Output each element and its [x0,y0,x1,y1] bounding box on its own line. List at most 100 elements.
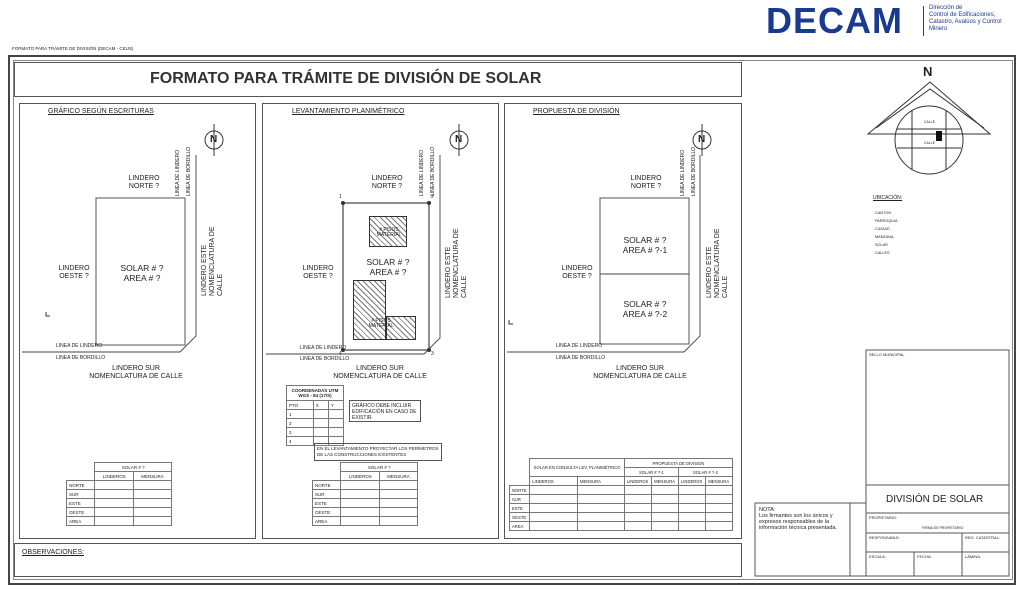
cell[interactable] [529,494,578,504]
table-row: ESTE [508,503,733,513]
division-table: SOLAR EN CONSULTA LEV. PLANIMÉTRICO PROP… [508,458,734,531]
coords-y-cell[interactable] [327,436,345,446]
table-row: OESTE [311,507,418,517]
table-row: NORTE [508,485,733,495]
curb-line-levantamiento [266,155,441,355]
cell[interactable] [340,489,381,499]
coords-x-cell[interactable] [312,427,329,437]
west-side-label-propuesta: LINDERO OESTE ? [561,265,593,280]
table-row: AREA [65,516,172,526]
location-roof-lines [875,88,985,129]
agency-line-4: Minero [929,26,948,32]
coords-header-y: Y [327,400,345,410]
cell[interactable] [379,480,418,490]
cell[interactable] [529,512,578,522]
point-label-1: 1 [339,194,342,200]
cell[interactable] [133,489,172,499]
cell[interactable] [379,516,418,526]
cell[interactable] [576,485,625,495]
location-roof [866,81,992,135]
cell[interactable] [133,516,172,526]
cell[interactable] [133,507,172,517]
cell[interactable] [705,503,733,513]
cell[interactable] [379,489,418,499]
cell[interactable] [623,494,653,504]
curb-line-propuesta [507,155,701,353]
cell[interactable] [529,485,578,495]
cell[interactable] [576,494,625,504]
cell[interactable] [677,512,707,522]
table-row: 4 [286,436,345,446]
cell[interactable] [705,494,733,504]
cell[interactable] [133,498,172,508]
coords-x-cell[interactable] [312,409,329,419]
cell[interactable] [340,516,381,526]
cell[interactable] [651,521,679,531]
cell[interactable] [340,498,381,508]
cell[interactable] [623,503,653,513]
cell[interactable] [705,485,733,495]
cell[interactable] [340,480,381,490]
row-label: OESTE [65,507,96,517]
cell[interactable] [379,498,418,508]
municipal-seal-label: SELLO MUNICIPAL [869,352,905,357]
coords-x-cell[interactable] [312,418,329,428]
cell[interactable] [623,512,653,522]
observations-box [14,543,742,577]
cell[interactable] [651,503,679,513]
cell[interactable] [677,485,707,495]
cell[interactable] [677,503,707,513]
registry-label: REG. CATASTRAL: [965,535,1000,540]
cell[interactable] [94,516,135,526]
cell[interactable] [677,521,707,531]
east-side-label-escrituras: LINDERO ESTE NOMENCLATURA DE CALLE [201,226,224,297]
cell[interactable] [94,480,135,490]
stamp-title: DIVISIÓN DE SOLAR [886,494,984,505]
cell[interactable] [529,521,578,531]
cell[interactable] [705,521,733,531]
coords-y-cell[interactable] [327,427,345,437]
table-row: ESTE [311,498,418,508]
coords-y-cell[interactable] [327,409,345,419]
cell[interactable] [651,485,679,495]
cell[interactable] [133,480,172,490]
decam-logo: DECAM [766,0,903,41]
col-mensura: MENSURA [576,476,625,486]
cell[interactable] [576,512,625,522]
row-label: SUR [65,489,96,499]
cell[interactable] [94,489,135,499]
cell[interactable] [651,512,679,522]
cell[interactable] [529,503,578,513]
lot-outline-escrituras [95,197,186,346]
cell[interactable] [623,521,653,531]
cell[interactable] [576,503,625,513]
cell[interactable] [651,494,679,504]
cell[interactable] [94,507,135,517]
table-row: 1 [286,409,345,419]
cell[interactable] [379,507,418,517]
note-text: Los firmantes son los únicos y expresos … [759,513,837,531]
cell[interactable] [677,494,707,504]
street-line-1-levantamiento: LINEA DE LINDERO [300,345,347,351]
cell[interactable] [705,512,733,522]
location-map-label-2: CALLE [924,141,936,145]
cell[interactable] [94,498,135,508]
note-frame [754,502,867,577]
observations-label: OBSERVACIONES: [22,549,84,556]
cell[interactable] [340,507,381,517]
coords-table: COORDENADAS UTM WGS - 84 (17/S) PTO X Y … [286,385,345,446]
table-row: ESTE [65,498,172,508]
location-field: MANZANA [875,235,894,239]
coords-y-cell[interactable] [327,418,345,428]
south-side-label-propuesta: LINDERO SUR NOMENCLATURA DE CALLE [593,365,687,380]
cell[interactable] [576,521,625,531]
cell[interactable] [623,485,653,495]
north-label-propuesta: N [698,134,706,145]
sub-title-1: SOLAR # ?-1 [623,467,679,477]
solar-title-2: SOLAR # ? [340,462,418,472]
building-note: GRÁFICO DEBE INCLUIR EDIFICACIÓN EN CASO… [349,400,421,422]
survey-point-2 [427,201,431,205]
solar-title-1: SOLAR # ? [94,462,172,472]
building-note-text: GRÁFICO DEBE INCLUIR EDIFICACIÓN EN CASO… [352,403,417,421]
